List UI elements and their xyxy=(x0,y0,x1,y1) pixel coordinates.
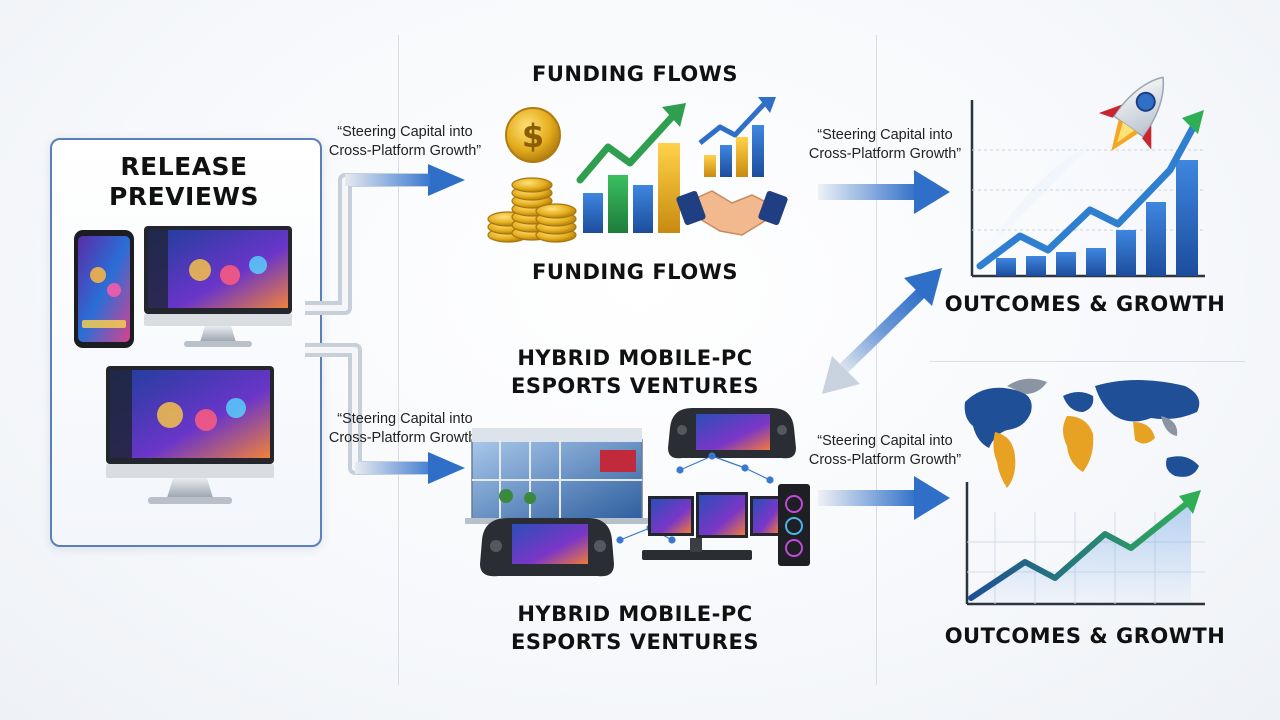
growth-bar-chart-icon xyxy=(576,103,686,233)
coin-stacks-icon xyxy=(487,177,577,243)
desktop-monitor-bottom xyxy=(106,366,274,504)
outcomes-map-chart-bottom xyxy=(964,378,1205,606)
esports-illustration xyxy=(465,408,810,577)
esports-title-bottom: HYBRID MOBILE-PC ESPORTS VENTURES xyxy=(490,600,780,656)
funding-flows-title-top: FUNDING FLOWS xyxy=(532,62,738,86)
esports-title-bottom-line2: ESPORTS VENTURES xyxy=(511,630,759,654)
caption-left-top-line1: “Steering Capital into xyxy=(337,124,473,140)
gaming-pc-setup xyxy=(642,484,810,566)
growth-line-top xyxy=(976,118,1200,270)
dollar-coin-icon: $ xyxy=(505,107,561,163)
growth-line-bottom xyxy=(968,497,1194,601)
caption-left-bottom-line1: “Steering Capital into xyxy=(337,411,473,427)
divider-horizontal-right xyxy=(930,361,1245,362)
caption-right-top-line1: “Steering Capital into xyxy=(817,127,953,143)
phone-device xyxy=(74,230,134,348)
world-map-icon xyxy=(964,378,1200,488)
svg-text:$: $ xyxy=(522,117,544,155)
caption-right-bottom-line2: Cross-Platform Growth” xyxy=(808,451,962,468)
caption-left-top-line2: Cross-Platform Growth” xyxy=(328,142,482,159)
esports-arena-building xyxy=(465,428,655,524)
funding-flows-title-bottom: FUNDING FLOWS xyxy=(532,260,738,284)
small-chart-icon xyxy=(698,97,776,177)
funding-flows-illustration: $ xyxy=(487,97,788,243)
divider-vertical-left xyxy=(398,35,399,685)
esports-title-bottom-line1: HYBRID MOBILE-PC xyxy=(517,602,753,626)
caption-left-bottom-line2: Cross-Platform Growth” xyxy=(328,429,482,446)
panel-connector-arrows xyxy=(305,164,465,484)
arrow-esports-to-outcomes xyxy=(818,476,950,520)
arrowhead-upper xyxy=(428,164,465,196)
arrow-bidirectional-diagonal xyxy=(822,268,942,394)
esports-title-top-line2: ESPORTS VENTURES xyxy=(511,374,759,398)
caption-left-top: “Steering Capital into Cross-Platform Gr… xyxy=(320,123,490,161)
outcomes-growth-chart-top xyxy=(970,76,1205,278)
caption-right-bottom-line1: “Steering Capital into xyxy=(817,433,953,449)
network-links-icon xyxy=(616,452,774,544)
outcomes-bars-top xyxy=(996,160,1198,276)
esports-title-top: HYBRID MOBILE-PC ESPORTS VENTURES xyxy=(490,344,780,400)
arrowhead-lower xyxy=(428,452,465,484)
caption-right-top: “Steering Capital into Cross-Platform Gr… xyxy=(800,126,970,164)
rocket-icon xyxy=(1098,76,1165,151)
outcomes-title-bottom: OUTCOMES & GROWTH xyxy=(944,624,1226,648)
esports-title-top-line1: HYBRID MOBILE-PC xyxy=(517,346,753,370)
divider-vertical-right xyxy=(876,35,877,685)
desktop-monitor-top xyxy=(144,226,292,347)
handshake-icon xyxy=(676,190,788,236)
release-previews-title: RELEASE PREVIEWS xyxy=(50,152,318,212)
release-previews-title-line2: PREVIEWS xyxy=(109,182,259,211)
devices-illustration xyxy=(74,226,292,504)
handheld-console-bottom xyxy=(480,518,614,577)
arrow-funding-to-outcomes xyxy=(818,170,950,214)
outcomes-title-top: OUTCOMES & GROWTH xyxy=(944,292,1226,316)
release-previews-title-line1: RELEASE xyxy=(120,152,248,181)
handheld-console-top xyxy=(668,408,796,459)
caption-right-bottom: “Steering Capital into Cross-Platform Gr… xyxy=(800,432,970,470)
caption-right-top-line2: Cross-Platform Growth” xyxy=(808,145,962,162)
caption-left-bottom: “Steering Capital into Cross-Platform Gr… xyxy=(320,410,490,448)
right-flow-arrows xyxy=(818,170,950,520)
